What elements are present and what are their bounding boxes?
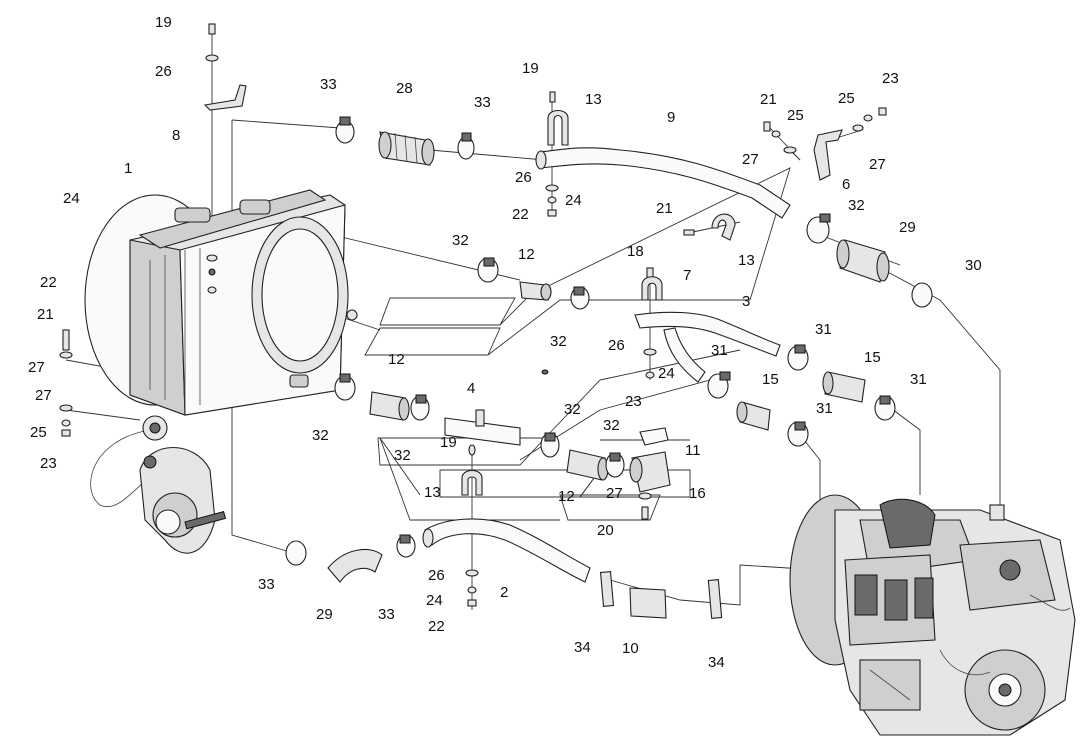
middle-hoses — [334, 257, 896, 493]
label-3: 3 — [742, 293, 750, 310]
label-32: 32 — [452, 232, 469, 249]
label-29: 29 — [899, 219, 916, 236]
radiator-assembly — [84, 189, 358, 416]
label-27: 27 — [742, 151, 759, 168]
label-19: 19 — [522, 60, 539, 77]
label-19: 19 — [155, 14, 172, 31]
label-25: 25 — [787, 107, 804, 124]
label-31: 31 — [910, 371, 927, 388]
label-27: 27 — [606, 485, 623, 502]
label-21: 21 — [760, 91, 777, 108]
label-2: 2 — [500, 584, 508, 601]
label-32: 32 — [312, 427, 329, 444]
label-24: 24 — [63, 190, 80, 207]
label-13: 13 — [585, 91, 602, 108]
label-22: 22 — [428, 618, 445, 635]
label-25: 25 — [838, 90, 855, 107]
label-10: 10 — [622, 640, 639, 657]
label-4: 4 — [467, 380, 475, 397]
label-13: 13 — [738, 252, 755, 269]
label-32: 32 — [564, 401, 581, 418]
label-24: 24 — [565, 192, 582, 209]
label-33: 33 — [258, 576, 275, 593]
label-13: 13 — [424, 484, 441, 501]
label-32: 32 — [550, 333, 567, 350]
label-15: 15 — [864, 349, 881, 366]
label-27: 27 — [35, 387, 52, 404]
label-31: 31 — [816, 400, 833, 417]
label-24: 24 — [658, 365, 675, 382]
label-23: 23 — [40, 455, 57, 472]
label-27: 27 — [869, 156, 886, 173]
label-20: 20 — [597, 522, 614, 539]
label-33: 33 — [378, 606, 395, 623]
label-31: 31 — [815, 321, 832, 338]
label-9: 9 — [667, 109, 675, 126]
label-25: 25 — [30, 424, 47, 441]
label-18: 18 — [627, 243, 644, 260]
label-34: 34 — [574, 639, 591, 656]
label-21: 21 — [37, 306, 54, 323]
label-11: 11 — [685, 442, 701, 459]
label-8: 8 — [172, 127, 180, 144]
upper-hoses — [335, 116, 933, 308]
lower-hoses — [285, 518, 723, 619]
label-34: 34 — [708, 654, 725, 671]
label-33: 33 — [320, 76, 337, 93]
engine — [789, 494, 1076, 736]
label-30: 30 — [965, 257, 982, 274]
label-12: 12 — [388, 351, 405, 368]
label-12: 12 — [558, 488, 575, 505]
label-27: 27 — [28, 359, 45, 376]
part-labels: 19 26 8 1 24 22 21 27 27 25 23 33 28 33 … — [28, 14, 982, 671]
label-32: 32 — [603, 417, 620, 434]
label-26: 26 — [608, 337, 625, 354]
label-22: 22 — [40, 274, 57, 291]
label-1: 1 — [124, 160, 132, 177]
label-23: 23 — [625, 393, 642, 410]
label-16: 16 — [689, 485, 706, 502]
label-26: 26 — [155, 63, 172, 80]
label-28: 28 — [396, 80, 413, 97]
label-33: 33 — [474, 94, 491, 111]
brackets-fasteners — [59, 23, 887, 607]
label-24: 24 — [426, 592, 443, 609]
label-32: 32 — [848, 197, 865, 214]
label-15: 15 — [762, 371, 779, 388]
label-7: 7 — [683, 267, 691, 284]
label-12: 12 — [518, 246, 535, 263]
label-29: 29 — [316, 606, 333, 623]
fan-drive — [90, 415, 227, 554]
label-31: 31 — [711, 342, 728, 359]
label-32: 32 — [394, 447, 411, 464]
label-19: 19 — [440, 434, 457, 451]
label-23: 23 — [882, 70, 899, 87]
label-21: 21 — [656, 200, 673, 217]
label-6: 6 — [842, 176, 850, 193]
label-26: 26 — [428, 567, 445, 584]
label-22: 22 — [512, 206, 529, 223]
label-26: 26 — [515, 169, 532, 186]
